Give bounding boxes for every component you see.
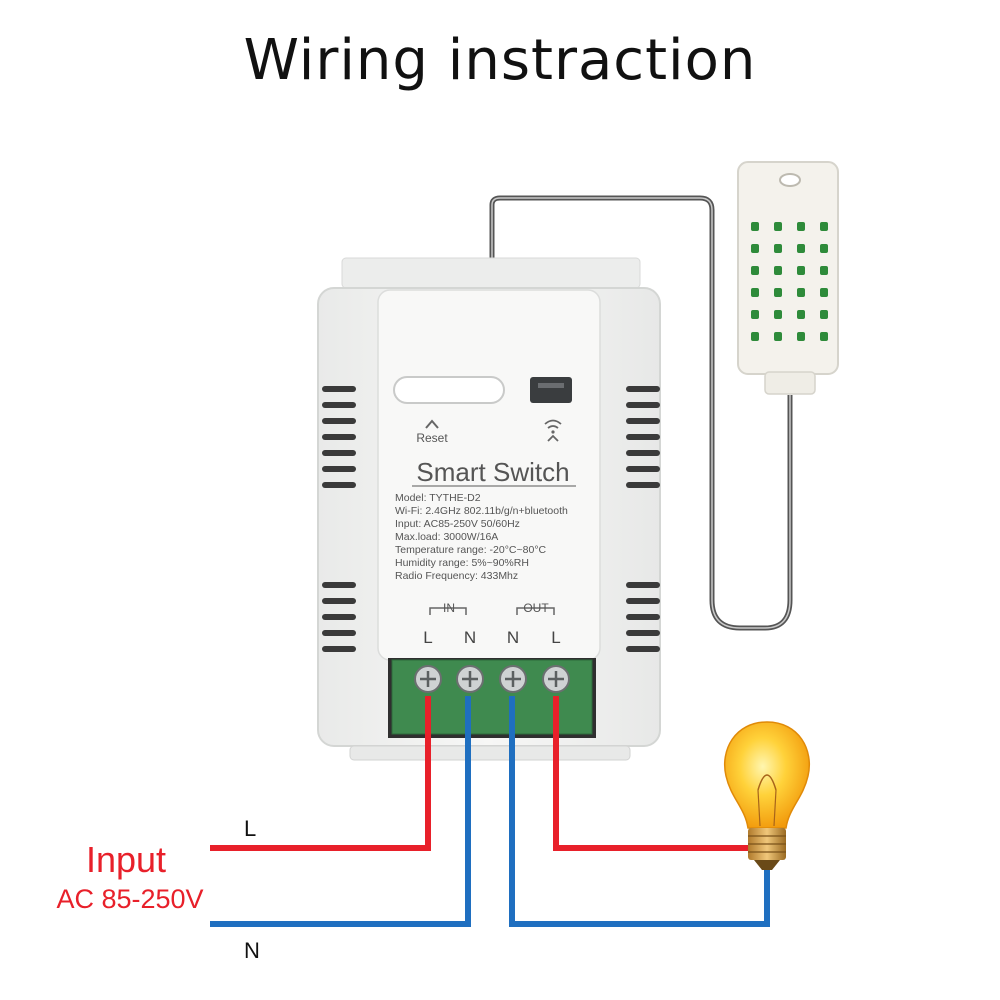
sensor-vent-hole	[820, 288, 828, 297]
vent-slot	[626, 466, 660, 472]
terminal-label: L	[423, 628, 432, 647]
sensor-vent-hole	[797, 266, 805, 275]
live-input-wire	[210, 696, 431, 851]
vent-slot	[626, 386, 660, 392]
vent-slot	[626, 630, 660, 636]
vent-slot	[322, 450, 356, 456]
terminal-screws	[414, 665, 570, 693]
vent-slot	[626, 646, 660, 652]
vent-slot	[322, 386, 356, 392]
input-label: Input	[86, 839, 166, 880]
spec-line: Input: AC85-250V 50/60Hz	[395, 518, 520, 530]
sensor-vent-hole	[797, 244, 805, 253]
out-label: OUT	[523, 601, 549, 615]
pairing-button[interactable]	[530, 377, 572, 403]
vent-slot	[626, 450, 660, 456]
vent-slot	[322, 630, 356, 636]
sensor-vent-hole	[820, 266, 828, 275]
sensor-vent-hole	[820, 310, 828, 319]
sensor-vent-hole	[774, 310, 782, 319]
spec-line: Humidity range: 5%~90%RH	[395, 557, 529, 569]
in-label: IN	[443, 601, 455, 615]
sensor-vent-hole	[820, 332, 828, 341]
live-wire-label: L	[244, 816, 256, 841]
sensor-vent-hole	[774, 332, 782, 341]
live-output-wire	[553, 696, 750, 851]
spec-line: Model: TYTHE-D2	[395, 492, 481, 504]
reset-label: Reset	[416, 431, 448, 445]
vent-slot	[626, 614, 660, 620]
sensor-vent-hole	[774, 266, 782, 275]
vent-slot	[626, 418, 660, 424]
vent-slot	[322, 418, 356, 424]
sensor-vent-hole	[774, 288, 782, 297]
vent-slot	[322, 582, 356, 588]
caret-up-icon	[425, 419, 439, 429]
spec-line: Max.load: 3000W/16A	[395, 531, 498, 543]
sensor-vent-hole	[774, 222, 782, 231]
sensor-vent-hole	[751, 288, 759, 297]
sensor-vent-hole	[751, 222, 759, 231]
neutral-input-wire	[210, 696, 471, 927]
sensor-vent-hole	[820, 244, 828, 253]
sensor-vent-hole	[797, 222, 805, 231]
vent-slot	[322, 482, 356, 488]
sensor-vent-hole	[797, 288, 805, 297]
sensor-cable	[489, 195, 793, 631]
vent-slot	[322, 466, 356, 472]
wires	[210, 696, 770, 927]
terminal-label: L	[551, 628, 560, 647]
neutral-output-wire	[509, 696, 770, 927]
sensor-vent-hole	[774, 244, 782, 253]
device-name: Smart Switch	[416, 457, 569, 487]
voltage-label: AC 85-250V	[56, 884, 203, 914]
vent-slot	[322, 598, 356, 604]
wifi-icon	[544, 419, 562, 442]
sensor-vent-hole	[751, 310, 759, 319]
smart-switch-device: Reset Smart Switch Model: TYTHE-D2Wi-Fi:…	[317, 257, 661, 761]
sensor-vent-hole	[820, 222, 828, 231]
vent-slot	[626, 402, 660, 408]
spec-line: Wi-Fi: 2.4GHz 802.11b/g/n+bluetooth	[395, 505, 568, 517]
sensor-vent-hole	[797, 310, 805, 319]
spec-line: Radio Frequency: 433Mhz	[395, 570, 518, 582]
page-title: Wiring instraction	[243, 28, 757, 93]
vent-slots-left	[322, 386, 356, 652]
sensor-vent-hole	[797, 332, 805, 341]
neutral-wire-label: N	[244, 938, 260, 963]
temperature-humidity-sensor-icon	[737, 161, 839, 395]
reset-button[interactable]	[393, 376, 505, 404]
vent-slot	[626, 482, 660, 488]
vent-slot	[626, 434, 660, 440]
spec-line: Temperature range: -20°C~80°C	[395, 544, 547, 556]
vent-slot	[322, 646, 356, 652]
terminal-label: N	[464, 628, 476, 647]
sensor-vent-hole	[751, 244, 759, 253]
vent-slot	[626, 598, 660, 604]
terminal-label: N	[507, 628, 519, 647]
vent-slot	[322, 402, 356, 408]
vent-slot	[322, 614, 356, 620]
vent-slot	[322, 434, 356, 440]
sensor-vent-hole	[751, 332, 759, 341]
vent-slots-right	[626, 386, 660, 652]
vent-slot	[626, 582, 660, 588]
light-bulb-icon	[724, 721, 810, 870]
sensor-vent-hole	[751, 266, 759, 275]
